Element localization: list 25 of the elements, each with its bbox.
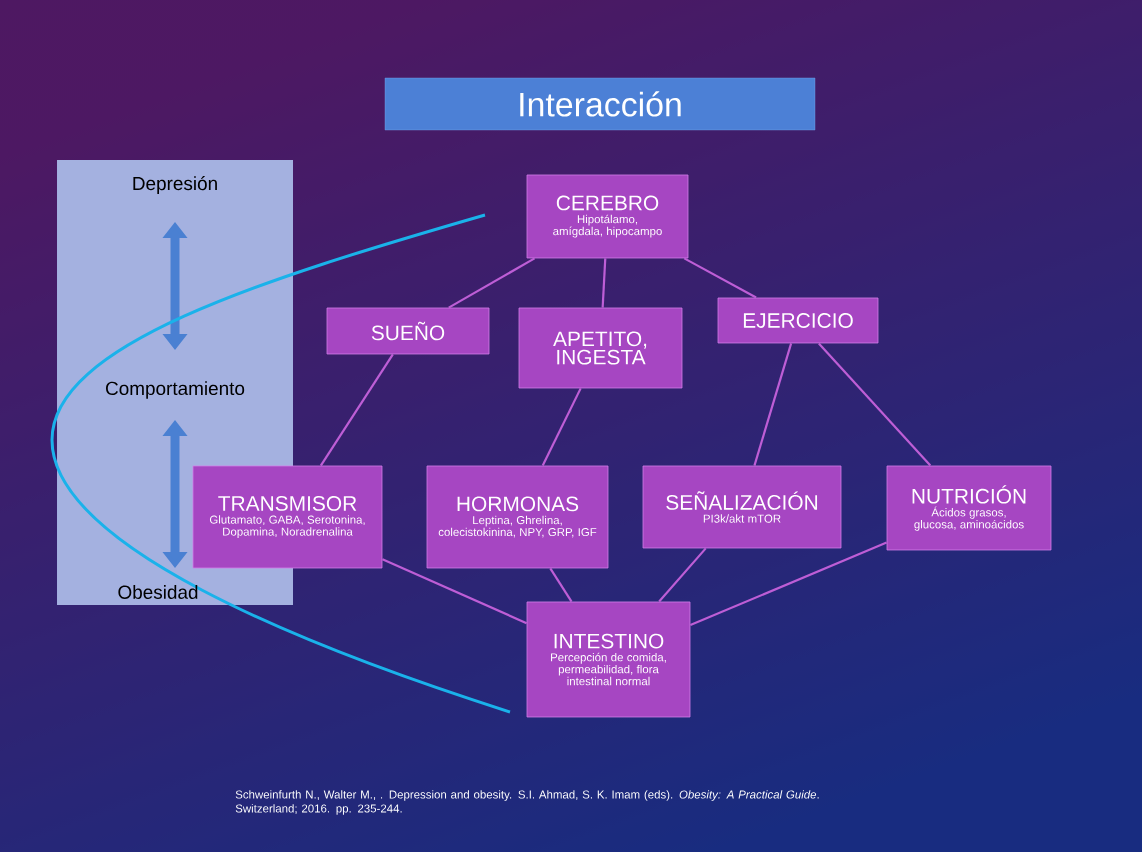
connector-line xyxy=(319,353,394,467)
concept-box: CEREBRO Hipotálamo, amígdala, hipocampo xyxy=(526,174,689,259)
panel-label: Depresión xyxy=(133,176,217,194)
connector-line xyxy=(818,342,932,467)
connector-line xyxy=(541,387,582,467)
connector-line xyxy=(601,258,607,308)
concept-box: INTESTINO Percepción de comida, permeabilidad, flora intestinal normal xyxy=(526,601,691,718)
connector-line xyxy=(683,257,757,299)
concept-box: EJERCICIO xyxy=(717,297,879,344)
concept-box: SUEÑO xyxy=(326,307,490,355)
concept-box: SEÑALIZACIÓN PI3k/akt mTOR xyxy=(642,465,842,549)
connector-line xyxy=(549,567,573,603)
citation: Schweinfurth N., Walter M., . Depression and obesity. S.I. Ahmad, S. K. Imam (eds). Obesity: A Practical Guide. Switzerland; 2016. pp. 235-244. xyxy=(235,790,819,815)
concept-box: APETITO, INGESTA xyxy=(518,307,683,389)
concept-box: HORMONAS Leptina, Ghrelina, colecistokinina, NPY, GRP, IGF xyxy=(426,465,609,569)
connector-line xyxy=(753,343,793,466)
title-banner: Interacción xyxy=(384,77,816,131)
panel-label: Obesidad xyxy=(118,585,198,599)
concept-box: TRANSMISOR Glutamato, GABA, Serotonina, Dopamina, Noradrenalina xyxy=(192,465,383,569)
panel-label: Comportamiento xyxy=(106,381,245,399)
connector-line xyxy=(381,558,528,625)
connector-line xyxy=(658,547,707,603)
connector-line xyxy=(690,541,888,627)
connector-line xyxy=(448,257,536,309)
concept-box: NUTRICIÓN Ácidos grasos, glucosa, aminoácidos xyxy=(886,465,1052,551)
